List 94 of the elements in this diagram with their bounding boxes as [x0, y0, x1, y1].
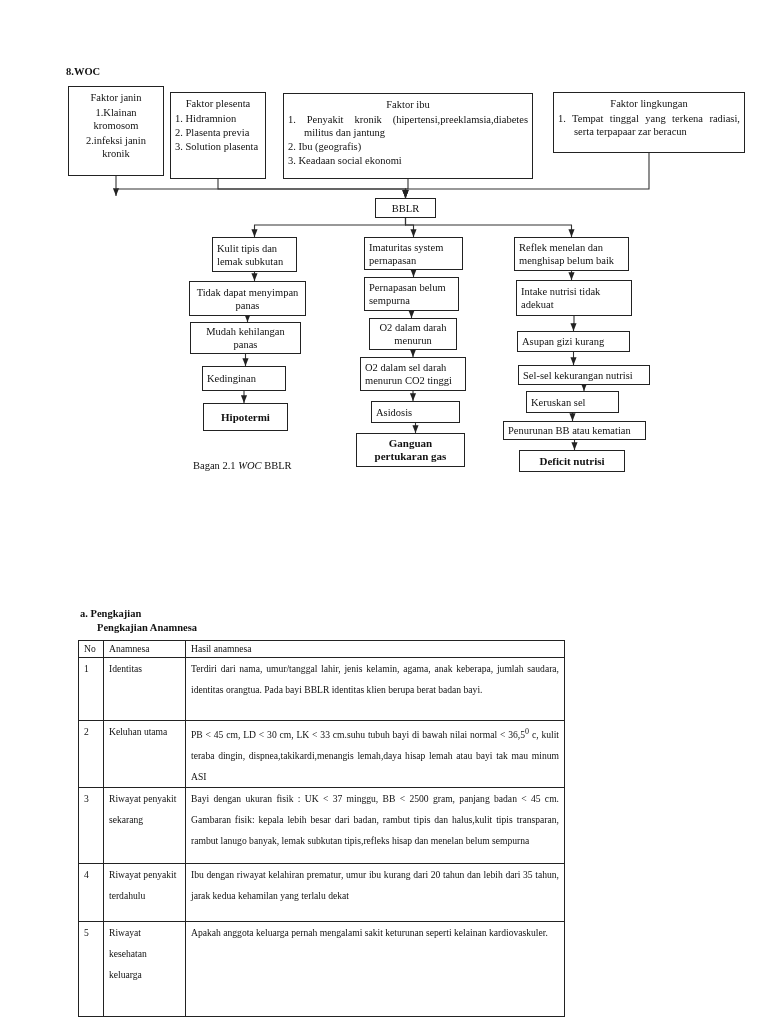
- box-label: Sel-sel kekurangan nutrisi: [523, 368, 633, 382]
- list-item: 3. Solution plasenta: [175, 140, 260, 153]
- box-text: 2.infeksi janin kronik: [84, 134, 148, 160]
- arrow: [570, 351, 577, 366]
- arrow: [568, 270, 575, 281]
- box-label: Reflek menelan dan menghisap belum baik: [519, 241, 616, 267]
- section-heading: Pengkajian Anamnesa: [97, 622, 198, 633]
- table-cell: 2: [78, 720, 104, 788]
- section-heading: a. Pengkajian: [80, 608, 142, 619]
- table-cell: Riwayat kesehatan keluarga: [103, 921, 186, 1017]
- table-cell: 4: [78, 863, 104, 922]
- arrow: [402, 152, 650, 199]
- table-cell: Identitas: [103, 657, 186, 721]
- arrow: [571, 439, 578, 451]
- list-item: 2. Ibu (geografis): [288, 140, 363, 153]
- process-box: [189, 281, 306, 316]
- process-box: [356, 433, 465, 467]
- process-box: [68, 86, 164, 176]
- arrow: [580, 383, 588, 392]
- box-label: O2 dalam darah menurun: [378, 321, 448, 347]
- arrow: [410, 269, 417, 278]
- process-box: [519, 450, 625, 472]
- list-item: 2. Plasenta previa: [175, 126, 251, 139]
- process-box: [364, 237, 463, 270]
- process-box: [212, 237, 297, 272]
- table-cell: 5: [78, 921, 104, 1017]
- arrow: [404, 217, 575, 238]
- table-cell: PB < 45 cm, LD < 30 cm, LK < 33 cm.suhu tubuh bayi di bawah nilai normal < 36,5$^{0}$ c, kulit teraba dingin, dispnea,takikardi,menangis lemah,daya hisap lemah atau bayi tak mau minum ASI: [185, 720, 565, 788]
- box-label: Pernapasan belum sempurna: [369, 281, 447, 307]
- header-cell: No: [78, 640, 104, 658]
- arrow: [409, 390, 417, 402]
- table-cell: 1: [78, 657, 104, 721]
- arrow: [570, 315, 577, 332]
- process-box: [553, 92, 745, 153]
- process-box: [202, 366, 286, 391]
- box-label: Kedinginan: [207, 372, 256, 385]
- process-box: [517, 331, 630, 352]
- box-label: Deficit nutrisi: [539, 454, 605, 468]
- box-heading: Faktor janin: [89, 91, 143, 104]
- process-box: [170, 92, 266, 179]
- box-heading: Faktor lingkungan: [609, 97, 689, 110]
- list-item: 3. Keadaan social ekonomi: [288, 154, 403, 167]
- list-item: 1. Penyakit kronik (hipertensi,preeklamsia,diabetes militus dan jantung: [288, 113, 528, 139]
- box-label: Mudah kehilangan panas: [205, 325, 286, 351]
- box-label: O2 dalam sel darah menurun CO2 tinggi: [365, 361, 453, 387]
- arrow: [240, 390, 248, 404]
- figure-caption: Bagan 2.1 WOC BBLR: [193, 460, 292, 471]
- process-box: [369, 318, 457, 350]
- table-cell: Ibu dengan riwayat kelahiran prematur, umur ibu kurang dari 20 tahun dan lebih dari 35 tahun, jarak kedua kehamilan yang terlalu dekat: [185, 863, 565, 922]
- table-cell: Keluhan utama: [103, 720, 186, 788]
- box-label: Imaturitas system pernapasan: [369, 240, 445, 267]
- arrow: [242, 353, 249, 367]
- box-label: Asidosis: [376, 405, 413, 419]
- box-label: Penurunan BB atau kematian: [508, 424, 631, 437]
- process-box: [360, 357, 466, 391]
- box-label: Tidak dapat menyimpan panas: [195, 285, 300, 312]
- box-label: Intake nutrisi tidak adekuat: [521, 285, 602, 311]
- table-cell: 3: [78, 787, 104, 864]
- arrow: [409, 349, 417, 358]
- process-box: [283, 93, 533, 179]
- table-cell: Terdiri dari nama, umur/tanggal lahir, jenis kelamin, agama, anak keberapa, jumlah saudara, identitas orangtua. Pada bayi BBLR identitas klien berupa berat badan bayi.: [185, 657, 565, 721]
- box-label: Keruskan sel: [531, 395, 586, 409]
- process-box: [203, 403, 288, 431]
- process-box: [375, 198, 436, 218]
- section-title: 8.WOC: [66, 66, 101, 77]
- arrow: [569, 412, 576, 422]
- header-cell: Anamnesa: [103, 640, 186, 658]
- process-box: [503, 421, 646, 440]
- box-label: Asupan gizi kurang: [522, 335, 605, 348]
- process-box: [516, 280, 632, 316]
- box-heading: Faktor plesenta: [184, 97, 252, 110]
- process-box: [190, 322, 301, 354]
- box-label: Hipotermi: [221, 410, 270, 424]
- process-box: [371, 401, 460, 423]
- process-box: [514, 237, 629, 271]
- table-cell: Bayi dengan ukuran fisik : UK < 37 minggu, BB < 2500 gram, panjang badan < 45 cm. Gambaran fisik: kepala lebih besar dari badan, rambut tipis dan halus,kulit tipis transparan, rambut lanugo banyak, lemak subkutan tipis,refleks hisap dan menelan belum sempurna: [185, 787, 565, 864]
- table-cell: Riwayat penyakit terdahulu: [103, 863, 186, 922]
- box-label: BBLR: [391, 201, 420, 215]
- arrow: [412, 422, 419, 434]
- process-box: [526, 391, 619, 413]
- box-label: Ganguan pertukaran gas: [373, 437, 448, 463]
- process-box: [518, 365, 650, 385]
- list-item: 1. Tempat tinggal yang terkena radiasi, serta terpapaar zar beracun: [558, 112, 740, 138]
- arrow: [408, 310, 415, 319]
- box-label: Kulit tipis dan lemak subkutan: [217, 241, 285, 268]
- box-text: 1.Klainan kromosom: [92, 106, 140, 132]
- box-heading: Faktor ibu: [385, 98, 431, 111]
- table-cell: Riwayat penyakit sekarang: [103, 787, 186, 864]
- arrow: [251, 271, 258, 282]
- arrow: [244, 314, 251, 323]
- table-cell: Apakah anggota keluarga pernah mengalami sakit keturunan seperti kelainan kardiovaskuler.: [185, 921, 565, 1017]
- process-box: [364, 277, 459, 311]
- list-item: 1. Hidramnion: [175, 112, 238, 125]
- header-cell: Hasil anamnesa: [185, 640, 565, 658]
